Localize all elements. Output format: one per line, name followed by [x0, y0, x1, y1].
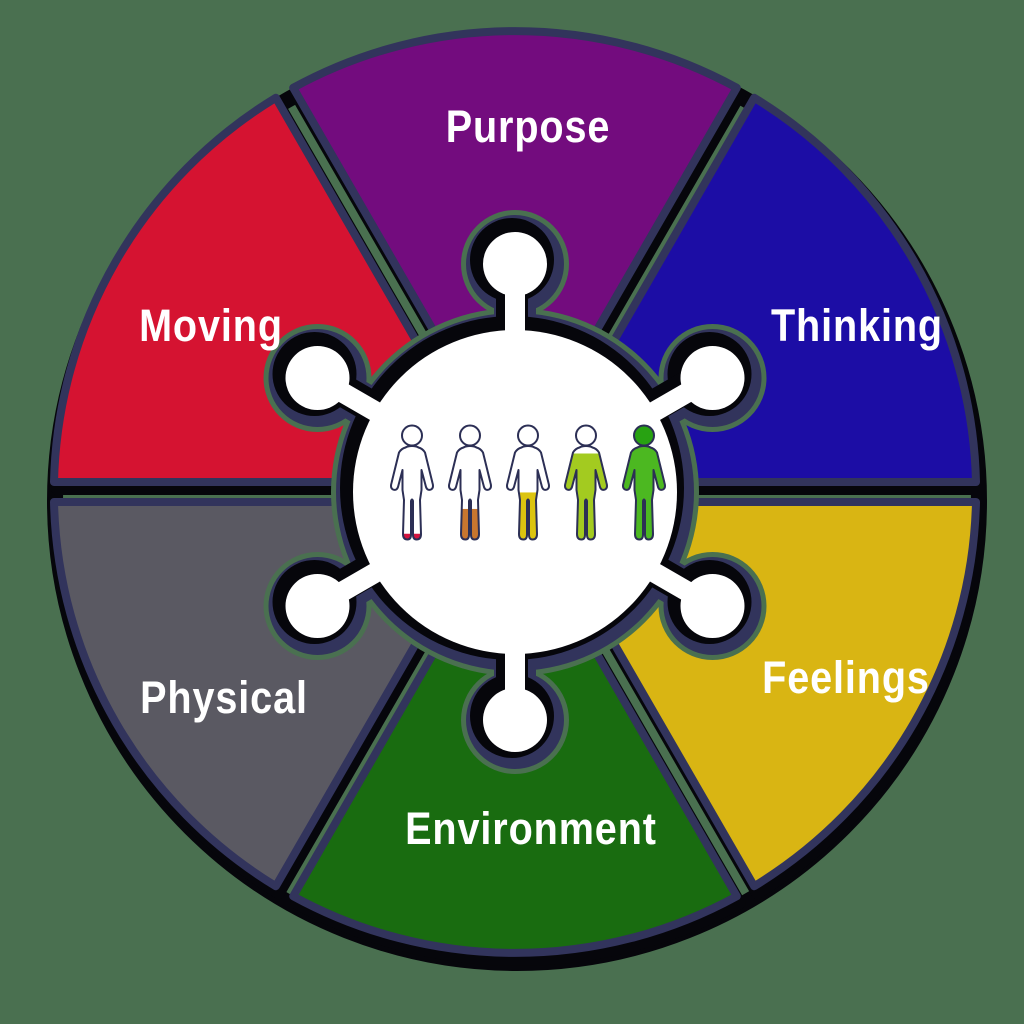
segment-label-feelings: Feelings — [762, 652, 930, 703]
segment-label-thinking: Thinking — [770, 300, 944, 351]
segment-label-environment: Environment — [405, 803, 657, 854]
segment-label-physical: Physical — [140, 672, 308, 723]
figure-head — [634, 425, 654, 446]
hub-face — [285, 232, 745, 752]
segment-label-moving: Moving — [139, 300, 283, 351]
hub-progress-figures — [384, 424, 672, 545]
wedge-environment — [289, 614, 741, 957]
fill-level-rect — [384, 533, 440, 545]
person-fill-5 — [616, 424, 672, 545]
wedge-purpose — [289, 27, 741, 370]
person-fill-4 — [558, 424, 614, 545]
person-fill-1 — [384, 424, 440, 545]
person-fill-3 — [500, 424, 556, 545]
segment-label-purpose: Purpose — [445, 101, 611, 152]
person-fill-2 — [442, 424, 498, 545]
